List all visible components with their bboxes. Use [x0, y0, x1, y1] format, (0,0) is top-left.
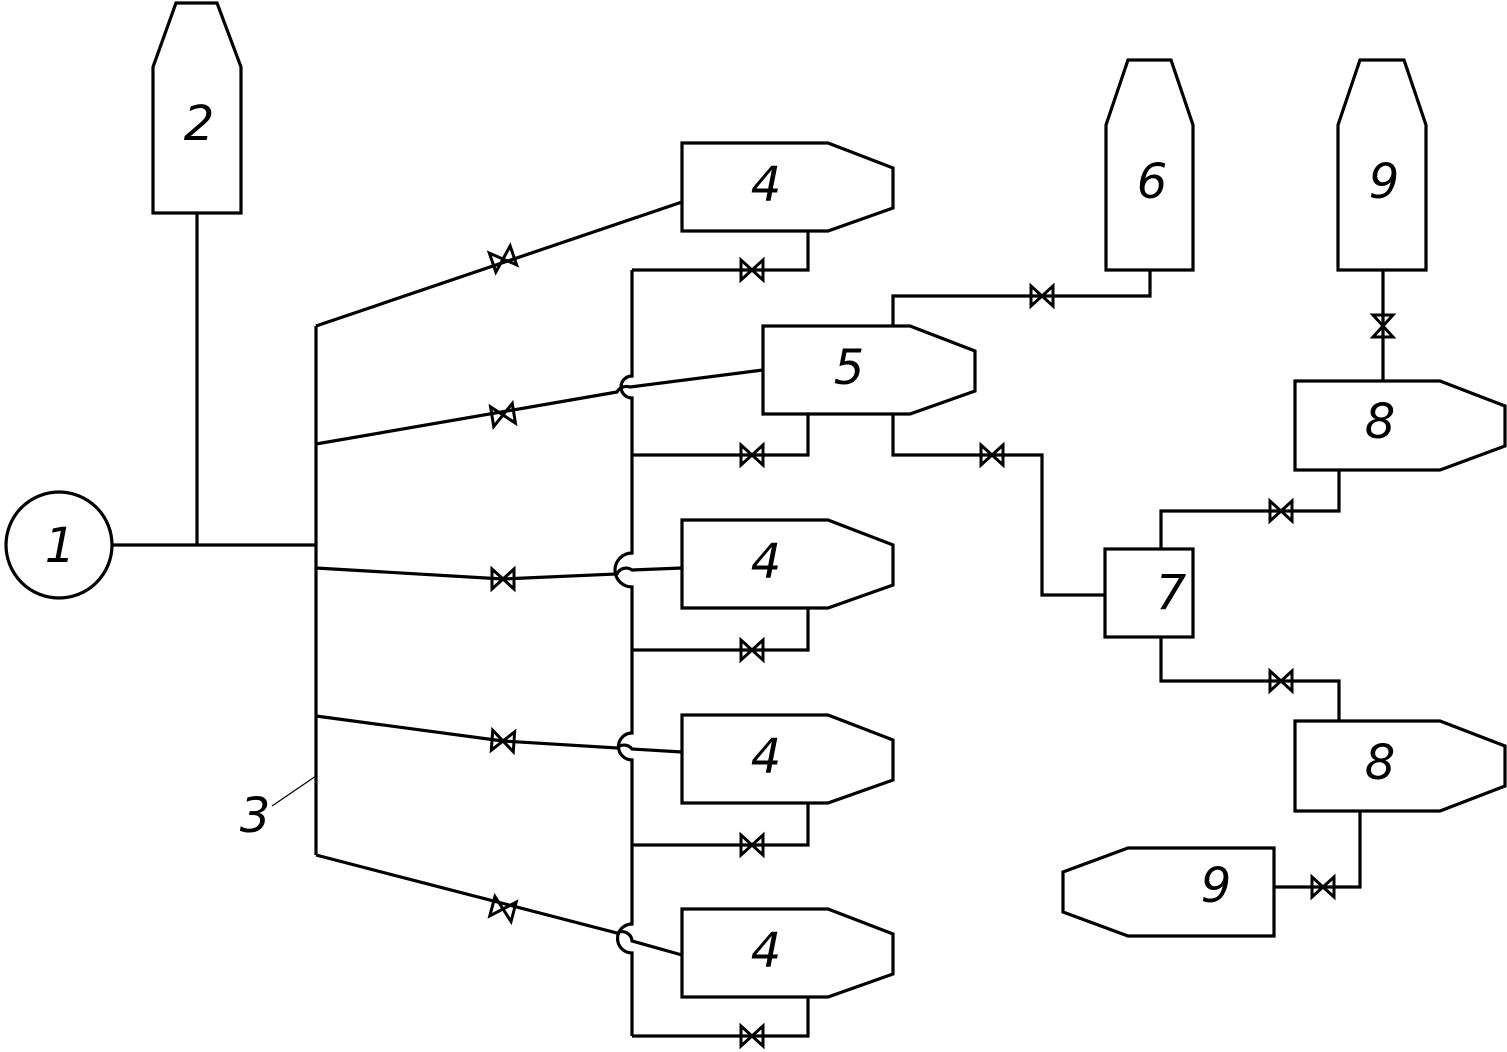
lower-receiver-to-bottom-tank-pipe: [1274, 811, 1362, 889]
receiver-8-upper-label: 8: [1365, 394, 1396, 450]
pump-label: 1: [45, 518, 76, 574]
unit-5-to-box-7-pipe: [891, 414, 1105, 597]
unit-4-a-label: 4: [751, 157, 782, 213]
unit-4-c[interactable]: 4: [680, 713, 895, 805]
tank-2-body: [151, 1, 243, 215]
tank-6[interactable]: 6: [1104, 58, 1195, 272]
unit-4-b-body: [680, 518, 895, 610]
return-pipe-4: [632, 803, 810, 847]
unit-5[interactable]: 5: [761, 324, 977, 416]
unit-4-b[interactable]: 4: [680, 518, 895, 610]
manifold-leader-line: [271, 775, 317, 807]
junction-box-7[interactable]: 7: [1103, 547, 1195, 639]
unit-4-c-body: [680, 713, 895, 805]
receiver-8-lower[interactable]: 8: [1293, 719, 1507, 813]
unit-4-d-label: 4: [751, 923, 782, 979]
tank-9-upper-body: [1336, 58, 1428, 272]
valve-icon[interactable]: [488, 894, 518, 924]
tank-9-upper-label: 9: [1369, 154, 1400, 210]
unit-5-body: [761, 324, 977, 416]
unit-4-d-body: [680, 907, 895, 999]
return-pipe-2: [632, 414, 810, 457]
receiver-8-lower-label: 8: [1365, 735, 1396, 791]
tank-2-label: 2: [184, 96, 215, 152]
branch-pipe-2: [315, 368, 764, 446]
tank-9-bottom-label: 9: [1201, 858, 1232, 914]
unit-5-label: 5: [834, 340, 865, 396]
receiver-8-upper[interactable]: 8: [1293, 379, 1507, 472]
box-7-to-upper-receiver-pipe: [1159, 470, 1341, 549]
tank-9-bottom-body: [1061, 846, 1276, 938]
box-7-to-lower-receiver-pipe: [1159, 637, 1341, 721]
tank-2[interactable]: 2: [151, 1, 243, 215]
tank-9-upper[interactable]: 9: [1336, 58, 1428, 272]
pipe-network: [112, 200, 1385, 1038]
tank-9-bottom[interactable]: 9: [1061, 846, 1276, 938]
pump-1[interactable]: 1: [4, 490, 114, 600]
return-pipe-5: [632, 997, 810, 1038]
return-collector-pipe: [613, 270, 634, 1036]
receiver-8-upper-body: [1293, 379, 1507, 472]
receiver-8-lower-body: [1293, 719, 1507, 813]
return-pipe-1: [632, 231, 810, 272]
valve-icon[interactable]: [489, 401, 517, 429]
return-pipe-3: [632, 608, 810, 652]
unit-4-b-label: 4: [751, 534, 782, 590]
unit-4-c-label: 4: [751, 729, 782, 785]
unit-4-d[interactable]: 4: [680, 907, 895, 999]
tank-6-body: [1104, 58, 1195, 272]
junction-box-7-body: [1103, 547, 1195, 639]
unit-5-to-tank-6-pipe: [891, 270, 1152, 326]
junction-box-7-label: 7: [1156, 565, 1187, 621]
tank-6-label: 6: [1137, 154, 1168, 210]
pump-circle: [4, 490, 114, 600]
unit-4-a-body: [680, 141, 895, 233]
manifold-label: 3: [240, 788, 271, 844]
unit-4-a[interactable]: 4: [680, 141, 895, 233]
